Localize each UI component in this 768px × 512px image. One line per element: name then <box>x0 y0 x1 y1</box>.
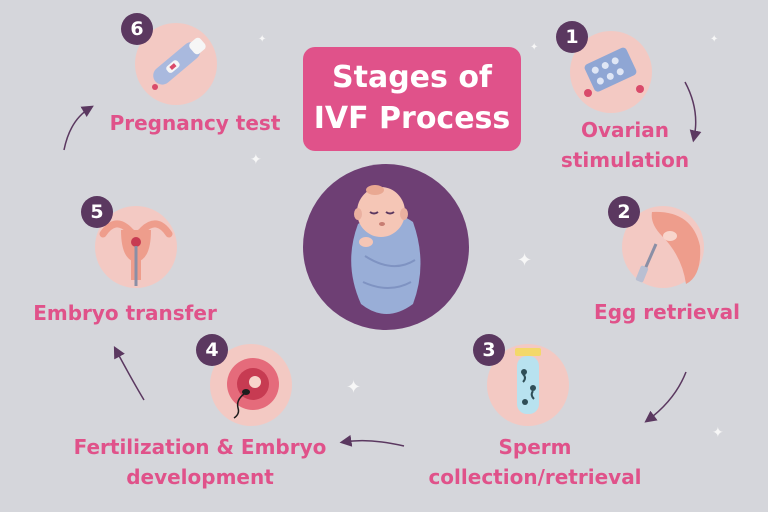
swaddled-baby-icon <box>351 185 421 314</box>
step-number-badge: 2 <box>608 196 640 228</box>
egg-cell-icon <box>227 358 279 419</box>
pregnancy-test-icon <box>152 37 206 90</box>
pills-icon <box>584 47 644 97</box>
step-number-badge: 1 <box>556 21 588 53</box>
step-label-line: development <box>126 465 274 489</box>
step-5-label: Embryo transfer <box>20 298 230 328</box>
step-label-line: Fertilization & Embryo <box>73 435 327 459</box>
sparkle-icon: ✦ <box>258 34 267 45</box>
step-1: 1 <box>556 21 652 113</box>
step-label-line: Pregnancy test <box>109 111 281 135</box>
step-3-label: Sperm collection/retrieval <box>400 432 670 492</box>
step-4: 4 <box>196 334 292 426</box>
test-tube-icon <box>515 348 541 414</box>
sparkle-icon: ✦ <box>517 250 533 271</box>
step-label-line: Embryo transfer <box>33 301 217 325</box>
step-2: 2 <box>608 196 704 288</box>
step-number-badge: 3 <box>473 334 505 366</box>
step-label-line: Ovarian <box>581 118 669 142</box>
step-1-label: Ovarian stimulation <box>530 115 720 175</box>
title-line-1: Stages of <box>332 60 492 95</box>
sparkle-icon: ✦ <box>346 377 362 398</box>
sparkle-icon: ✦ <box>250 152 262 168</box>
step-4-label: Fertilization & Embryo development <box>60 432 340 492</box>
step-label-line: stimulation <box>560 148 690 172</box>
uterus-icon <box>99 220 173 286</box>
step-number-badge: 5 <box>81 196 113 228</box>
step-2-label: Egg retrieval <box>582 297 752 327</box>
step-3: 3 <box>473 334 569 426</box>
sparkle-icon: ✦ <box>530 42 539 53</box>
sparkle-icon: ✦ <box>710 34 719 45</box>
egg-retrieval-icon <box>635 211 701 284</box>
step-6: 6 <box>121 13 217 105</box>
step-number-badge: 4 <box>196 334 228 366</box>
center-circle <box>303 164 469 330</box>
title-box: Stages of IVF Process <box>303 47 521 151</box>
step-label-line: collection/retrieval <box>428 465 642 489</box>
step-label-line: Sperm <box>498 435 572 459</box>
step-5: 5 <box>81 196 177 288</box>
step-label-line: Egg retrieval <box>594 300 740 324</box>
title-line-2: IVF Process <box>313 101 511 136</box>
step-6-label: Pregnancy test <box>95 108 295 138</box>
step-number-badge: 6 <box>121 13 153 45</box>
sparkle-icon: ✦ <box>712 425 724 441</box>
